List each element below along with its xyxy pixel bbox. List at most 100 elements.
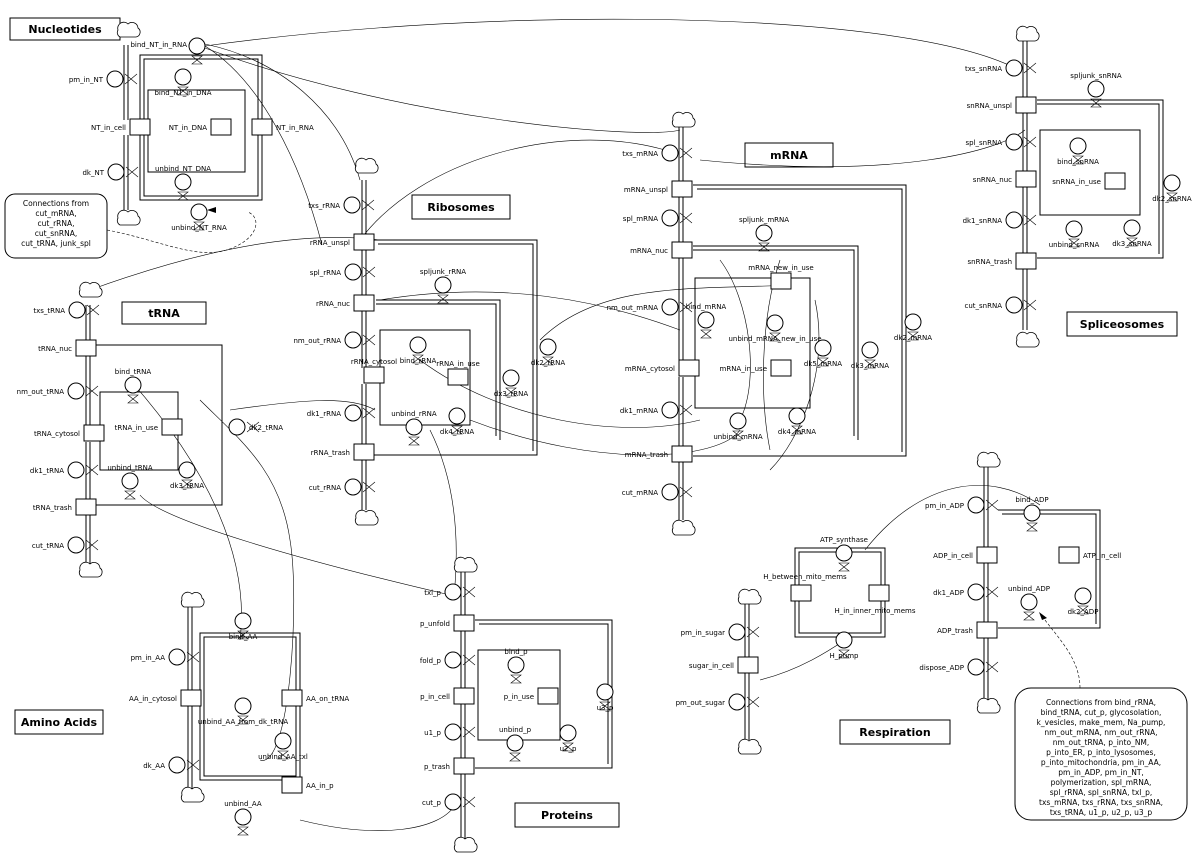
stock-snrna-nuc: snRNA_nuc <box>973 170 1037 188</box>
stock-p-unfold: p_unfold <box>420 614 475 632</box>
svg-text:Spliceosomes: Spliceosomes <box>1080 318 1165 331</box>
flow-txs-mrna: txs_mRNA <box>622 144 693 162</box>
section-title-ribosomes: Ribosomes <box>411 194 511 220</box>
flow-unbind-trna: unbind_tRNA <box>107 464 153 500</box>
svg-text:cut_mRNA: cut_mRNA <box>622 489 658 497</box>
flow-bind-p: bind_p <box>504 648 528 684</box>
cloud-icons <box>78 21 1040 853</box>
svg-text:txs_rRNA: txs_rRNA <box>308 202 340 210</box>
flow-bind-adp: bind_ADP <box>1015 496 1049 532</box>
flow-pm-in-aa: pm_in_AA <box>131 648 200 666</box>
stock-mrna-unspl: mRNA_unspl <box>624 180 693 198</box>
svg-text:spl_rRNA, spl_snRNA, txl_p,: spl_rRNA, spl_snRNA, txl_p, <box>1050 788 1153 797</box>
stock-rrna-unspl: rRNA_unspl <box>310 233 375 251</box>
flow-dk2-adp: dk2_ADP <box>1068 587 1099 616</box>
flow-bind-mrna: bind_mRNA <box>686 303 727 339</box>
svg-text:dk2_snRNA: dk2_snRNA <box>1152 195 1192 203</box>
note-right: Connections from bind_rRNA, bind_tRNA, c… <box>1014 687 1188 821</box>
svg-text:mRNA_cytosol: mRNA_cytosol <box>625 365 675 373</box>
flow-cut-snrna: cut_snRNA <box>964 296 1037 314</box>
flow-fold-p: fold_p <box>420 651 476 669</box>
svg-text:spl_mRNA: spl_mRNA <box>623 215 658 223</box>
flow-dispose-adp: dispose_ADP <box>919 658 999 676</box>
stock-snrna-trash: snRNA_trash <box>968 252 1037 270</box>
svg-text:p_trash: p_trash <box>424 763 450 771</box>
svg-text:p_unfold: p_unfold <box>420 620 450 628</box>
note-right-arrowhead <box>1039 612 1047 620</box>
svg-text:p_in_cell: p_in_cell <box>420 693 450 701</box>
svg-text:nm_out_mRNA: nm_out_mRNA <box>607 304 659 312</box>
stock-aa-in-cytosol: AA_in_cytosol <box>129 689 202 707</box>
svg-text:NT_in_cell: NT_in_cell <box>91 124 126 132</box>
flow-cut-mrna: cut_mRNA <box>622 483 693 501</box>
svg-text:Respiration: Respiration <box>859 726 930 739</box>
svg-text:txl_p: txl_p <box>424 589 441 597</box>
flow-txl-p: txl_p <box>424 583 476 601</box>
flow-bind-snrna: bind_snRNA <box>1057 137 1099 166</box>
flow-bind-rrna: bind_rRNA <box>400 336 436 365</box>
svg-text:bind_NT_in_RNA: bind_NT_in_RNA <box>130 41 187 49</box>
svg-text:pm_in_NT: pm_in_NT <box>69 76 104 84</box>
svg-text:mRNA_new_in_use: mRNA_new_in_use <box>748 264 813 272</box>
svg-text:dk1_tRNA: dk1_tRNA <box>30 467 64 475</box>
flow-unbind-aa: unbind_AA <box>224 800 262 836</box>
svg-text:txs_mRNA, txs_rRNA, txs_snRNA,: txs_mRNA, txs_rRNA, txs_snRNA, <box>1039 798 1163 807</box>
svg-text:rRNA_nuc: rRNA_nuc <box>316 300 350 308</box>
svg-text:txs_tRNA, u1_p, u2_p, u3_p: txs_tRNA, u1_p, u2_p, u3_p <box>1050 808 1153 817</box>
flow-atp-synthase: ATP_synthase <box>820 536 868 572</box>
svg-text:nm_out_mRNA, nm_out_rRNA,: nm_out_mRNA, nm_out_rRNA, <box>1044 728 1157 737</box>
stock-aa-on-trna: AA_on_tRNA <box>281 689 349 707</box>
flow-spljunk-rrna: spljunk_rRNA <box>420 268 466 304</box>
svg-text:dk3_tRNA: dk3_tRNA <box>170 482 204 490</box>
svg-text:rRNA_in_use: rRNA_in_use <box>436 360 480 368</box>
svg-text:fold_p: fold_p <box>420 657 442 665</box>
flow-dk2-snrna: dk2_snRNA <box>1152 174 1192 203</box>
svg-text:ATP_in_cell: ATP_in_cell <box>1083 552 1121 560</box>
flow-dk2-mrna: dk2_mRNA <box>894 313 932 342</box>
svg-text:AA_in_p: AA_in_p <box>306 782 334 790</box>
stock-p-trash: p_trash <box>424 757 475 775</box>
flow-dk4-rrna: dk4_rRNA <box>440 407 474 436</box>
svg-text:AA_in_cytosol: AA_in_cytosol <box>129 695 177 703</box>
svg-text:pm_in_ADP: pm_in_ADP <box>925 502 964 510</box>
svg-text:dk1_ADP: dk1_ADP <box>933 589 964 597</box>
stock-nt-in-rna: NT_in_RNA <box>251 118 314 136</box>
svg-text:dx3_rRNA: dx3_rRNA <box>494 390 529 398</box>
svg-text:u2_p: u2_p <box>560 745 577 753</box>
svg-text:snRNA_in_use: snRNA_in_use <box>1052 178 1101 186</box>
flow-txs-snrna: txs_snRNA <box>965 59 1037 77</box>
stock-sugar-in-cell: sugar_in_cell <box>689 656 759 674</box>
svg-text:pm_out_sugar: pm_out_sugar <box>676 699 726 707</box>
svg-text:pm_in_ADP, pm_in_NT,: pm_in_ADP, pm_in_NT, <box>1058 768 1144 777</box>
section-title-respiration: Respiration <box>839 719 951 745</box>
svg-text:unbind_mRNA: unbind_mRNA <box>713 433 763 441</box>
section-title-mrna: mRNA <box>744 142 834 168</box>
svg-text:mRNA_nuc: mRNA_nuc <box>630 247 668 255</box>
stock-trna-cytosol: tRNA_cytosol <box>34 424 105 442</box>
section-title-proteins: Proteins <box>514 802 620 828</box>
svg-text:cut_p: cut_p <box>422 799 442 807</box>
flow-pm-in-nt: pm_in_NT <box>69 70 138 88</box>
flow-unbind-rrna: unbind_rRNA <box>391 410 437 446</box>
flow-dk3-snrna: dk3_snRNA <box>1112 219 1152 248</box>
svg-text:snRNA_unspl: snRNA_unspl <box>967 102 1012 110</box>
svg-text:mRNA_unspl: mRNA_unspl <box>624 186 668 194</box>
svg-text:H_in_inner_mito_mems: H_in_inner_mito_mems <box>834 607 915 615</box>
svg-text:dk2_rRNA: dk2_rRNA <box>531 359 565 367</box>
svg-text:unbind_rRNA: unbind_rRNA <box>391 410 437 418</box>
svg-text:ADP_in_cell: ADP_in_cell <box>933 552 973 560</box>
svg-text:bind_tRNA: bind_tRNA <box>115 368 152 376</box>
section-title-trna: tRNA <box>121 301 207 325</box>
svg-text:nm_out_rRNA: nm_out_rRNA <box>294 337 342 345</box>
flow-unbind-p: unbind_p <box>499 726 532 762</box>
svg-text:snRNA_nuc: snRNA_nuc <box>973 176 1012 184</box>
stock-atp-in-cell: ATP_in_cell <box>1058 546 1121 564</box>
stock-adp-in-cell: ADP_in_cell <box>933 546 998 564</box>
svg-text:dk2_ADP: dk2_ADP <box>1068 608 1099 616</box>
svg-text:bind_mRNA: bind_mRNA <box>686 303 727 311</box>
svg-text:cut_rRNA,: cut_rRNA, <box>38 219 75 228</box>
svg-text:tRNA_trash: tRNA_trash <box>33 504 72 512</box>
svg-text:tRNA_nuc: tRNA_nuc <box>38 345 72 353</box>
svg-text:txs_snRNA: txs_snRNA <box>965 65 1002 73</box>
flow-unbind-adp: unbind_ADP <box>1008 585 1050 621</box>
